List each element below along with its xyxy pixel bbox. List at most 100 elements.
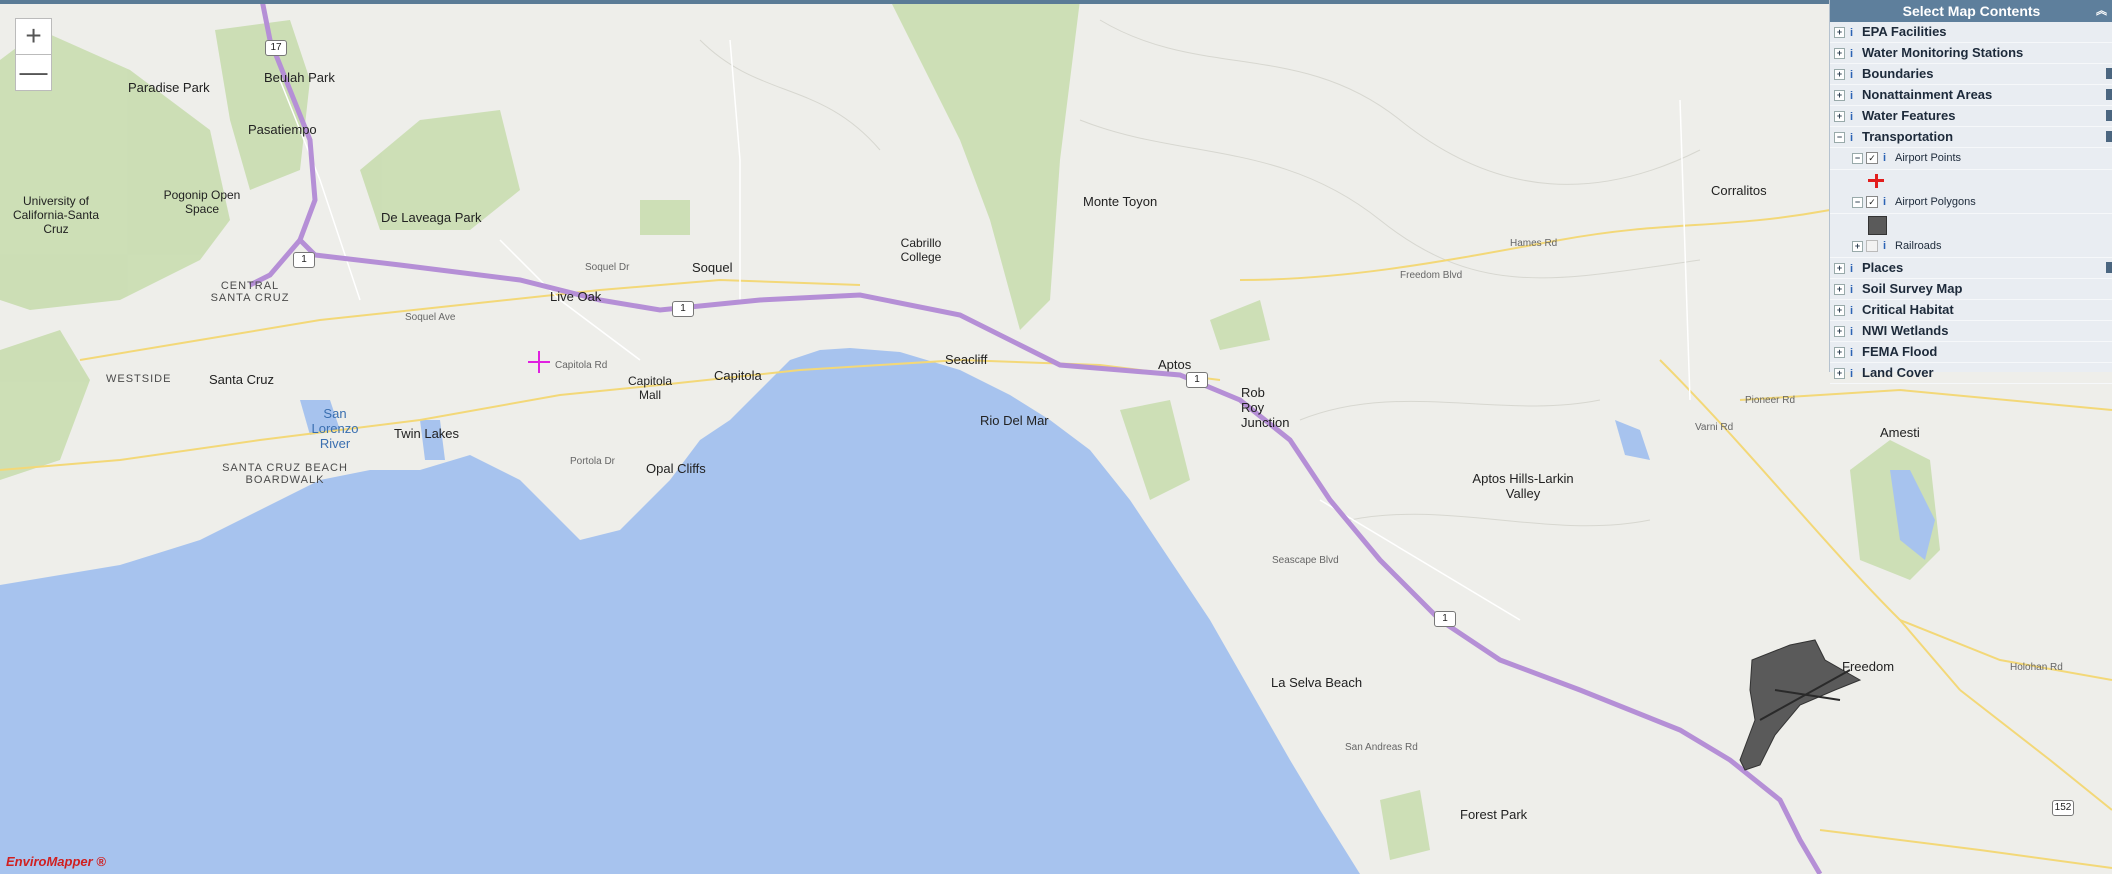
layer-nonattainment-areas[interactable]: + i Nonattainment Areas xyxy=(1830,85,2112,106)
layer-label: Nonattainment Areas xyxy=(1862,87,1993,102)
info-icon[interactable]: i xyxy=(1850,347,1854,359)
place-label: Beulah Park xyxy=(264,70,335,85)
layer-places[interactable]: + i Places xyxy=(1830,258,2112,279)
expand-icon[interactable]: + xyxy=(1834,305,1845,317)
layer-boundaries[interactable]: + i Boundaries xyxy=(1830,64,2112,85)
highway-shield: 152 xyxy=(2052,800,2074,816)
expand-icon[interactable]: + xyxy=(1834,69,1845,81)
expand-icon[interactable]: + xyxy=(1834,284,1845,296)
place-label: Monte Toyon xyxy=(1083,194,1158,209)
info-icon[interactable]: i xyxy=(1850,326,1854,338)
layer-label: Boundaries xyxy=(1862,66,1934,81)
river-label: San Lorenzo River xyxy=(311,406,359,451)
info-icon[interactable]: i xyxy=(1850,368,1854,380)
double-chevron-up-icon[interactable]: ︽ xyxy=(2096,5,2107,17)
legend-airport-points xyxy=(1830,170,2112,192)
place-label: Pasatiempo xyxy=(248,122,317,137)
info-icon[interactable]: i xyxy=(1883,240,1887,252)
info-icon[interactable]: i xyxy=(1883,152,1887,164)
polygon-swatch-icon xyxy=(1868,216,1887,235)
place-label: Pogonip Open Space xyxy=(163,188,241,216)
place-label: Live Oak xyxy=(550,289,602,304)
zoom-out-button[interactable]: — xyxy=(15,54,52,91)
road-label: Freedom Blvd xyxy=(1400,270,1463,281)
info-icon[interactable]: i xyxy=(1850,305,1854,317)
expand-icon[interactable]: + xyxy=(1834,326,1845,338)
info-icon[interactable]: i xyxy=(1850,263,1854,275)
submenu-arrow-icon[interactable] xyxy=(2106,89,2112,100)
road-label: Capitola Rd xyxy=(555,360,608,371)
layer-label: Places xyxy=(1862,260,1904,275)
legend-airport-polygons xyxy=(1830,214,2112,236)
checkbox[interactable] xyxy=(1866,240,1878,253)
expand-icon[interactable]: + xyxy=(1834,347,1845,359)
info-icon[interactable]: i xyxy=(1850,284,1854,296)
place-label: Aptos xyxy=(1158,357,1192,372)
checkbox[interactable]: ✓ xyxy=(1866,196,1878,209)
sublayer-label: Airport Polygons xyxy=(1895,196,1976,208)
layer-label: Soil Survey Map xyxy=(1862,281,1963,296)
expand-icon[interactable]: + xyxy=(1852,240,1863,252)
layer-label: Land Cover xyxy=(1862,365,1934,380)
layer-label: NWI Wetlands xyxy=(1862,323,1949,338)
layer-label: Transportation xyxy=(1862,129,1954,144)
place-label: La Selva Beach xyxy=(1271,675,1363,690)
sublayer-airport-polygons[interactable]: −✓ i Airport Polygons xyxy=(1830,192,2112,214)
layer-water-features[interactable]: + i Water Features xyxy=(1830,106,2112,127)
place-label: Rob Roy Junction xyxy=(1241,385,1290,430)
expand-icon[interactable]: + xyxy=(1834,90,1845,102)
road-label: Portola Dr xyxy=(570,456,616,467)
checkbox[interactable]: ✓ xyxy=(1866,152,1878,165)
info-icon[interactable]: i xyxy=(1850,27,1854,39)
submenu-arrow-icon[interactable] xyxy=(2106,68,2112,79)
collapse-icon[interactable]: − xyxy=(1834,132,1845,144)
place-label: Opal Cliffs xyxy=(646,461,706,476)
zoom-in-button[interactable]: + xyxy=(15,18,52,55)
layer-nwi-wetlands[interactable]: + i NWI Wetlands xyxy=(1830,321,2112,342)
collapse-icon[interactable]: − xyxy=(1852,196,1863,208)
expand-icon[interactable]: + xyxy=(1834,27,1845,39)
place-label: Rio Del Mar xyxy=(980,413,1049,428)
location-crosshair-icon xyxy=(528,351,550,373)
submenu-arrow-icon[interactable] xyxy=(2106,262,2112,273)
expand-icon[interactable]: + xyxy=(1834,48,1845,60)
expand-icon[interactable]: + xyxy=(1834,111,1845,123)
info-icon[interactable]: i xyxy=(1850,132,1854,144)
district-label: SANTA CRUZ BEACH BOARDWALK xyxy=(222,462,348,486)
info-icon[interactable]: i xyxy=(1883,196,1887,208)
layer-transportation[interactable]: −i Transportation xyxy=(1830,127,2112,148)
collapse-icon[interactable]: − xyxy=(1852,152,1863,164)
place-label: Corralitos xyxy=(1711,183,1767,198)
info-icon[interactable]: i xyxy=(1850,48,1854,60)
place-label: Capitola Mall xyxy=(627,374,673,402)
place-label: Seacliff xyxy=(945,352,988,367)
layer-label: Critical Habitat xyxy=(1862,302,1954,317)
layer-soil-survey-map[interactable]: + i Soil Survey Map xyxy=(1830,279,2112,300)
place-label: University of California-Santa Cruz xyxy=(12,194,100,236)
layer-critical-habitat[interactable]: + i Critical Habitat xyxy=(1830,300,2112,321)
highway-shield: 1 xyxy=(1186,372,1208,388)
highway-shield: 17 xyxy=(265,40,287,56)
info-icon[interactable]: i xyxy=(1850,90,1854,102)
info-icon[interactable]: i xyxy=(1850,69,1854,81)
submenu-arrow-icon[interactable] xyxy=(2106,131,2112,142)
layer-label: Water Features xyxy=(1862,108,1956,123)
expand-icon[interactable]: + xyxy=(1834,368,1845,380)
place-label: Aptos Hills-Larkin Valley xyxy=(1472,471,1574,501)
place-label: Santa Cruz xyxy=(209,372,275,387)
layer-land-cover[interactable]: + i Land Cover xyxy=(1830,363,2112,384)
place-label: Paradise Park xyxy=(128,80,210,95)
place-label: Capitola xyxy=(714,368,762,383)
place-label: Soquel xyxy=(692,260,733,275)
expand-icon[interactable]: + xyxy=(1834,263,1845,275)
submenu-arrow-icon[interactable] xyxy=(2106,110,2112,121)
road-label: Holohan Rd xyxy=(2010,662,2063,673)
highway-shield: 1 xyxy=(1434,611,1456,627)
info-icon[interactable]: i xyxy=(1850,111,1854,123)
